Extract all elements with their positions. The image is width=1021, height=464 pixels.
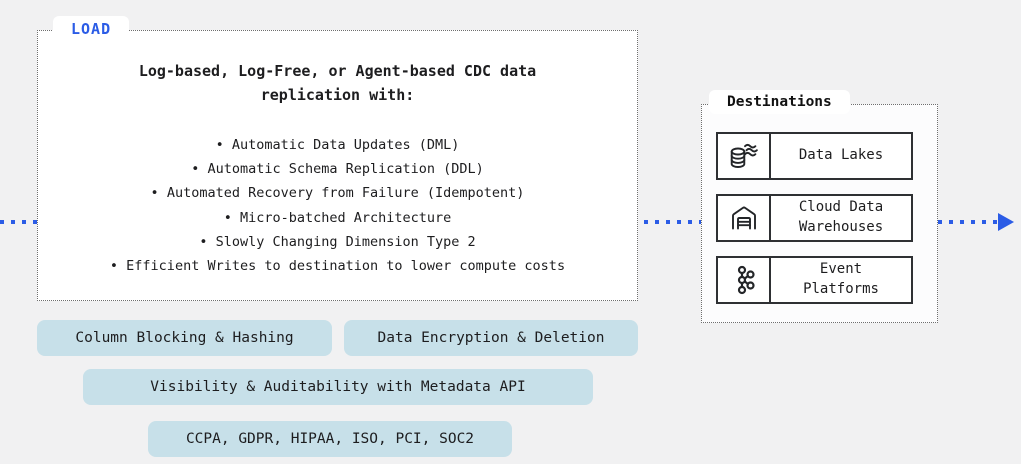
destination-cloud-data-warehouses: Cloud Data Warehouses (716, 194, 913, 242)
cdc-feature-list: Automatic Data Updates (DML) Automatic S… (38, 133, 637, 278)
load-tab-label: LOAD (53, 16, 130, 42)
flow-arrow-right (938, 220, 999, 224)
badge-data-encryption-deletion: Data Encryption & Deletion (344, 320, 638, 356)
list-item: Automatic Data Updates (DML) (38, 133, 637, 157)
badge-column-blocking-hashing: Column Blocking & Hashing (37, 320, 332, 356)
destination-label: Event Platforms (803, 261, 879, 297)
flow-arrow-left (0, 220, 38, 224)
load-panel: LOAD Log-based, Log-Free, or Agent-based… (37, 16, 638, 301)
kafka-icon (718, 258, 771, 302)
data-lake-icon (718, 134, 771, 178)
badge-compliance-standards: CCPA, GDPR, HIPAA, ISO, PCI, SOC2 (148, 421, 512, 457)
warehouse-icon (718, 196, 771, 240)
flow-arrow-middle (644, 220, 701, 224)
flow-arrowhead-icon (998, 213, 1014, 231)
destination-event-platforms: Event Platforms (716, 256, 913, 304)
list-item: Automated Recovery from Failure (Idempot… (38, 181, 637, 205)
badge-visibility-auditability: Visibility & Auditability with Metadata … (83, 369, 593, 405)
destinations-panel: Destinations Data Lakes (701, 90, 938, 323)
destination-label: Data Lakes (798, 147, 884, 164)
load-heading: Log-based, Log-Free, or Agent-based CDC … (138, 62, 537, 104)
list-item: Slowly Changing Dimension Type 2 (38, 230, 637, 254)
destination-label: Cloud Data Warehouses (798, 199, 884, 235)
destinations-tab-label: Destinations (709, 90, 850, 114)
destination-data-lakes: Data Lakes (716, 132, 913, 180)
list-item: Automatic Schema Replication (DDL) (38, 157, 637, 181)
list-item: Micro-batched Architecture (38, 206, 637, 230)
list-item: Efficient Writes to destination to lower… (38, 254, 637, 278)
